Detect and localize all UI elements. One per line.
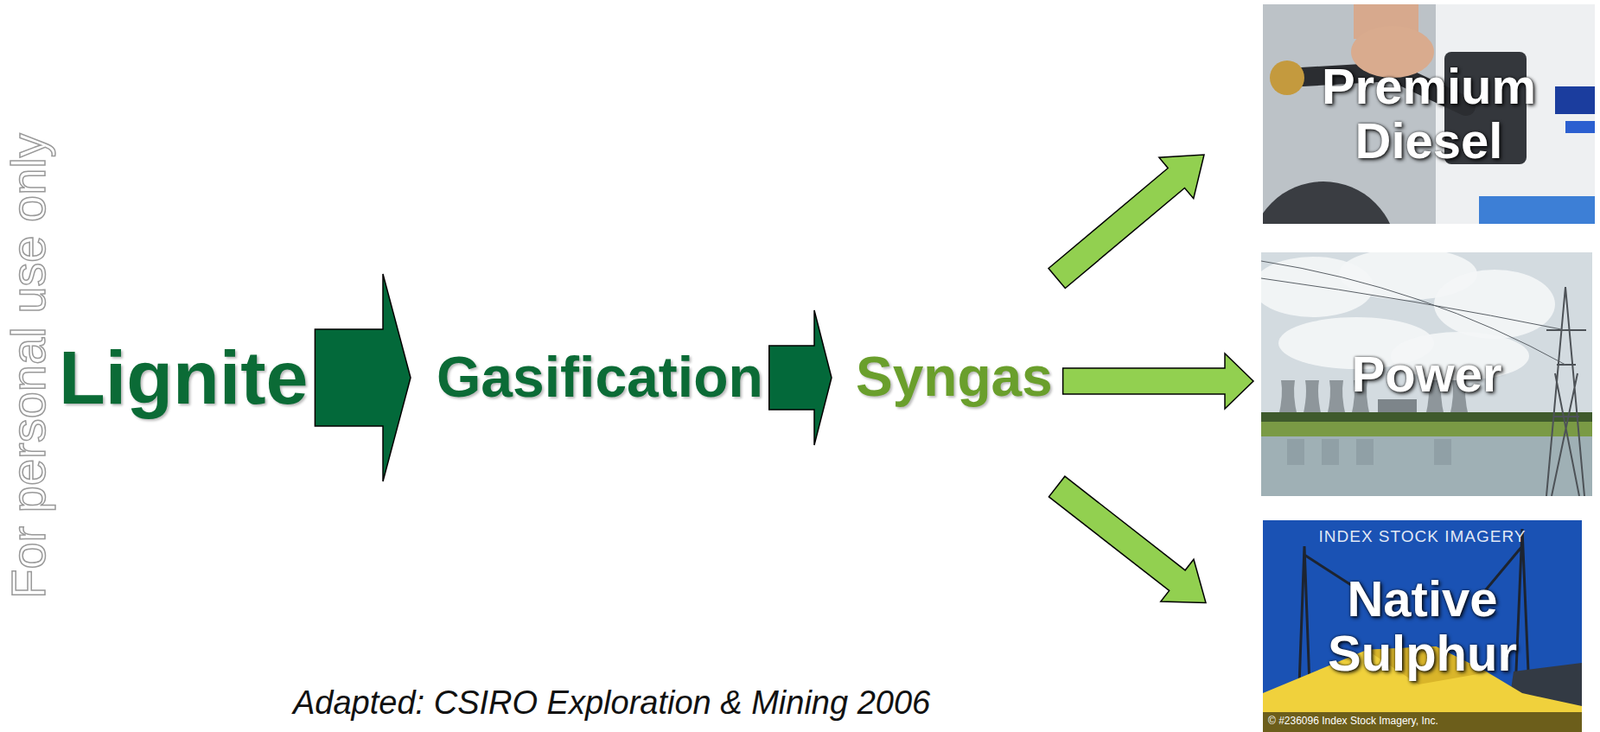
- text-holder: Native Sulphur: [1262, 520, 1582, 732]
- stock-watermark: INDEX STOCK IMAGERY: [1262, 527, 1582, 547]
- step-text: Gasification: [436, 344, 764, 411]
- photo-detail: [1261, 436, 1593, 497]
- photo-detail: [1302, 380, 1322, 417]
- photo-detail: [1326, 380, 1346, 417]
- photo-detail: [1261, 421, 1593, 438]
- output-title: Power: [1351, 347, 1502, 402]
- output-arrow: [1048, 154, 1205, 288]
- photo-detail: [1478, 196, 1595, 224]
- process-label: Lignite: [58, 333, 308, 421]
- watermark: For personal use only: [1, 0, 56, 732]
- output-picture: Premium Diesel: [1262, 4, 1595, 224]
- block-arrow: [769, 310, 832, 446]
- photo-detail: [1434, 439, 1452, 466]
- photo-detail: [1269, 60, 1305, 96]
- output-arrow: [1048, 476, 1206, 603]
- text-holder: Power: [1261, 252, 1593, 497]
- product-label: Syngas: [855, 345, 1053, 410]
- photo-detail: [1321, 439, 1339, 466]
- photo-detail: [1262, 181, 1397, 224]
- photo-detail: [1261, 412, 1593, 423]
- photo-detail: [1555, 86, 1595, 115]
- step-text: Syngas: [855, 345, 1053, 410]
- photo-detail: [1262, 712, 1582, 732]
- process-label: Gasification: [436, 344, 764, 411]
- output-title: Premium Diesel: [1299, 59, 1559, 168]
- photo-detail: [1565, 121, 1595, 134]
- photo-detail: [1287, 439, 1305, 466]
- photo-detail: [1262, 520, 1582, 732]
- block-arrow: [314, 274, 411, 482]
- output-picture: Native Sulphur: [1262, 520, 1582, 732]
- text-holder: Premium Diesel: [1262, 4, 1595, 224]
- copyright-note: © #236096 Index Stock Imagery, Inc.: [1268, 714, 1439, 727]
- output-title: Native Sulphur: [1293, 572, 1553, 681]
- output-arrow: [1063, 353, 1254, 409]
- photo-detail: [1434, 269, 1556, 339]
- photo-detail: [1278, 380, 1298, 417]
- step-text: Lignite: [58, 333, 308, 421]
- source-caption: Adapted: CSIRO Exploration & Mining 2006: [293, 684, 931, 722]
- photo-detail: [1546, 286, 1587, 497]
- output-picture: Power: [1261, 252, 1593, 497]
- photo-detail: [1356, 439, 1374, 466]
